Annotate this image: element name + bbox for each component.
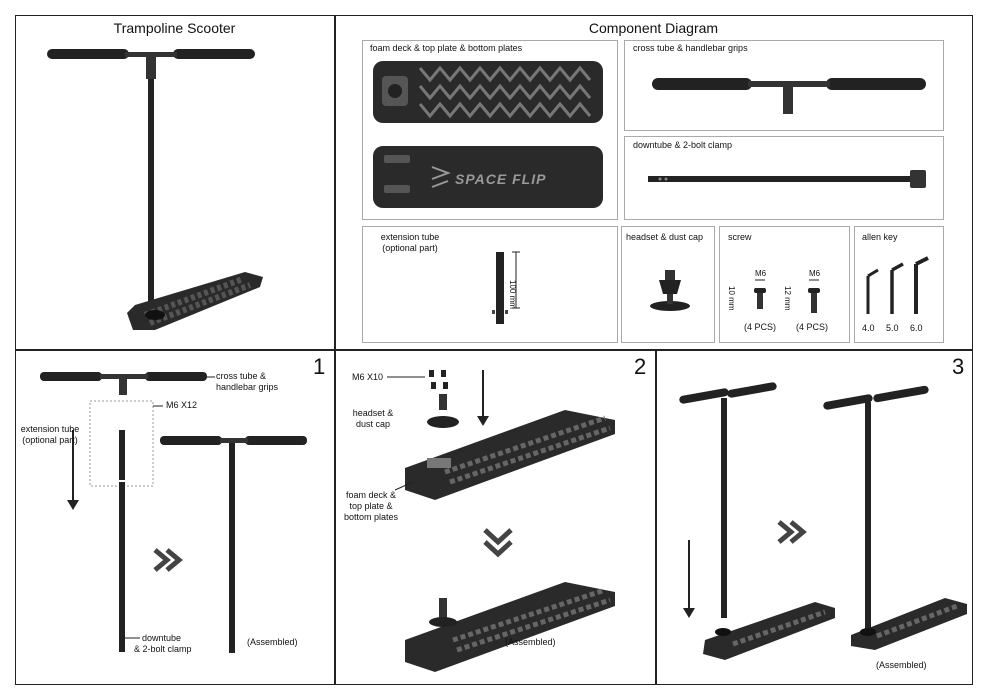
step1-downtube: downtube [142, 633, 182, 643]
cross-tube-box [624, 40, 944, 131]
cross-tube-illustration [652, 78, 926, 114]
extension-dimension: 100 mm [508, 280, 517, 309]
screw-label: screw [728, 232, 752, 242]
component-title: Component Diagram [588, 20, 719, 36]
deck-top-illustration [373, 61, 603, 123]
divider-step2-3 [655, 349, 657, 685]
deck-bottom-illustration [373, 146, 603, 208]
step2-m6: M6 X10 [352, 372, 384, 382]
deck-label: foam deck & top plate & bottom plates [370, 43, 523, 53]
extension-sublabel: (optional part) [382, 243, 438, 253]
allen-size-6: 6.0 [910, 323, 923, 333]
extension-illustration [492, 251, 520, 324]
divider-middle [15, 349, 973, 351]
step1-extension-sub: (optional part) [22, 435, 78, 445]
headset-illustration [650, 270, 690, 311]
step-2-illustration [387, 370, 615, 672]
step3-assembled: (Assembled) [876, 660, 927, 670]
screw-m6-a: M6 [755, 269, 767, 278]
screw-length-b: 12 mm [783, 286, 792, 311]
screw-illustration [754, 279, 820, 313]
step2-headset: headset & [352, 408, 394, 418]
divider-step1-2 [334, 349, 336, 685]
allen-key-illustration [866, 256, 929, 314]
step2-assembled: (Assembled) [505, 637, 556, 647]
deck-box [362, 40, 618, 220]
step-1-illustration [40, 372, 307, 653]
step2-deck: foam deck & [345, 490, 397, 500]
step1-grips: handlebar grips [216, 382, 279, 392]
divider-top [334, 15, 336, 350]
scooter-title: Trampoline Scooter [113, 20, 236, 36]
downtube-label: downtube & 2-bolt clamp [633, 140, 733, 150]
allen-label: allen key [862, 232, 898, 242]
extension-box [362, 226, 618, 343]
allen-box [854, 226, 944, 343]
screw-qty-a: (4 PCS) [744, 322, 777, 332]
headset-label: headset & dust cap [626, 232, 704, 242]
step1-assembled: (Assembled) [247, 637, 298, 647]
cross-tube-label: cross tube & handlebar grips [633, 43, 748, 53]
allen-size-4: 4.0 [862, 323, 875, 333]
downtube-illustration [648, 170, 926, 188]
screw-m6-b: M6 [809, 269, 821, 278]
extension-label: extension tube [380, 232, 440, 242]
step-2-number: 2 [634, 354, 647, 379]
step1-extension: extension tube [20, 424, 80, 434]
screw-box [719, 226, 850, 343]
headset-box [621, 226, 715, 343]
downtube-box [624, 136, 944, 220]
step2-dustcap: dust cap [355, 419, 391, 429]
step-3-illustration [679, 382, 967, 660]
step1-cross-tube: cross tube & [216, 371, 267, 381]
step1-m6: M6 X12 [166, 400, 198, 410]
step1-clamp: & 2-bolt clamp [134, 644, 192, 654]
allen-size-5: 5.0 [886, 323, 899, 333]
step-3-number: 3 [952, 354, 965, 379]
screw-length-a: 10 mm [727, 286, 736, 311]
step2-top-plate: top plate & [349, 501, 393, 511]
deck-brand: SPACE FLIP [455, 171, 547, 187]
step-1-number: 1 [313, 354, 326, 379]
step2-bottom-plates: bottom plates [343, 512, 399, 522]
screw-qty-b: (4 PCS) [796, 322, 829, 332]
scooter-illustration [47, 49, 263, 330]
